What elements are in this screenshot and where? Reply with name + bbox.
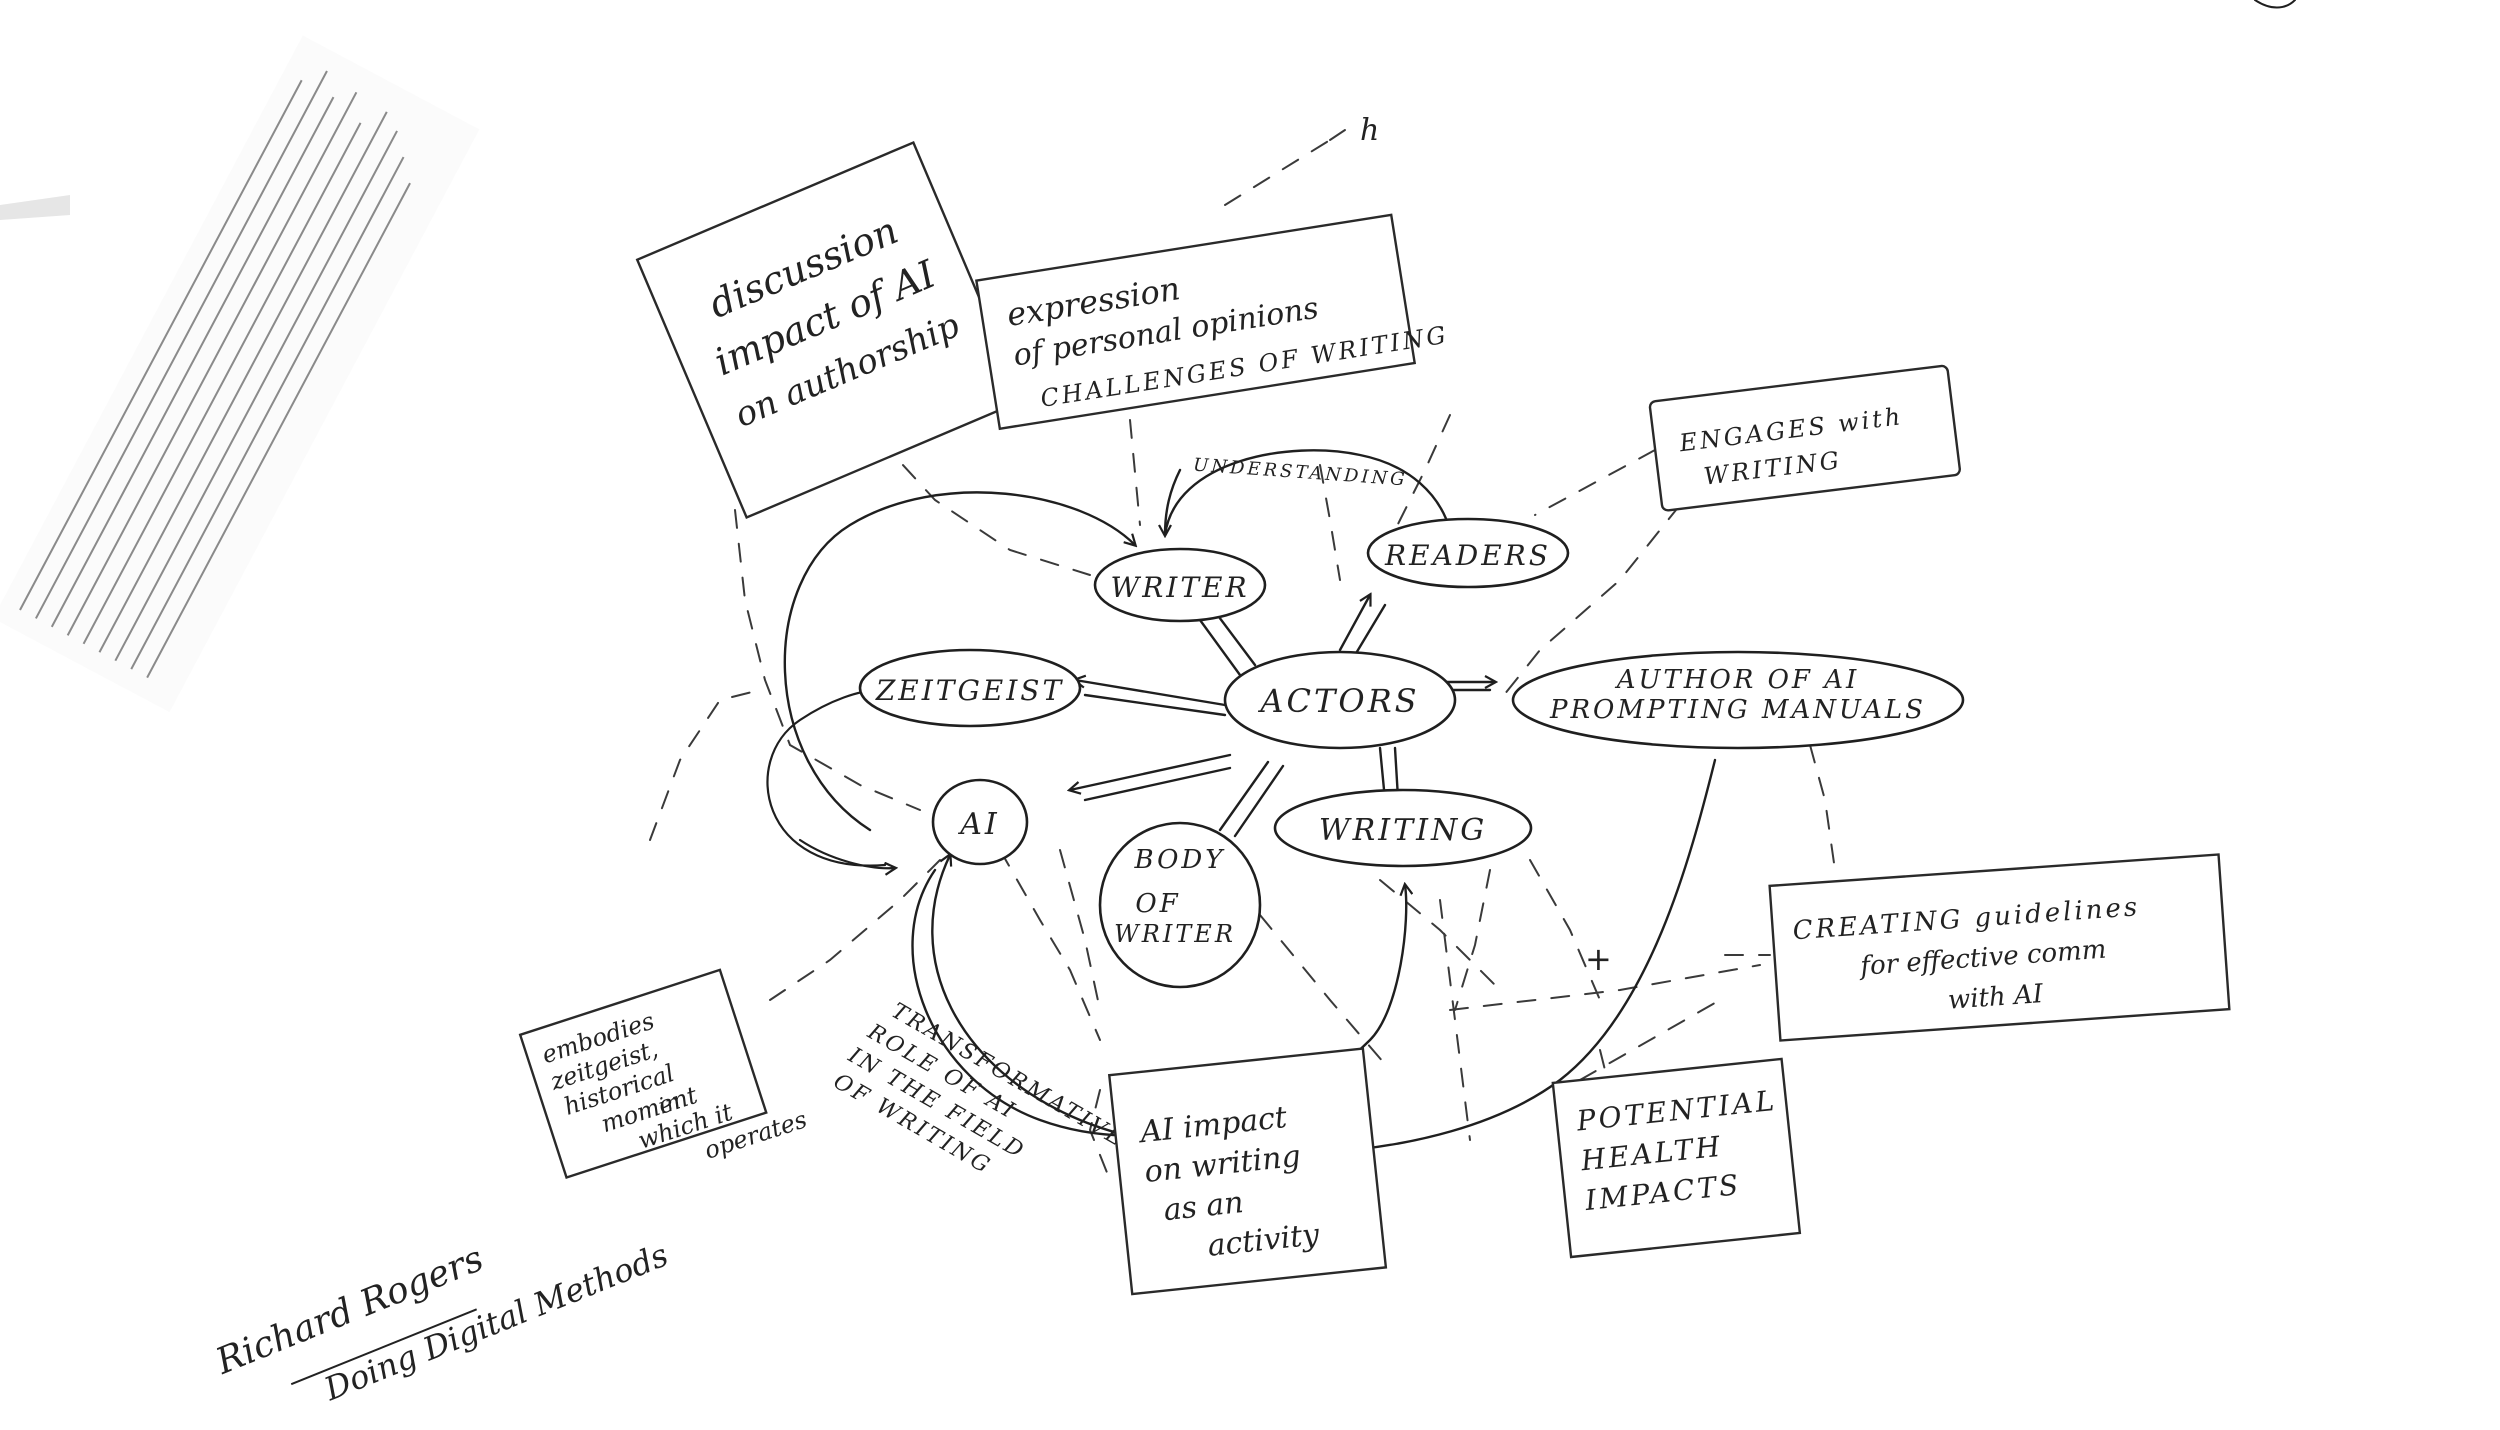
note-creating-guidelines: CREATING guidelines for effective comm w… <box>1768 853 2231 1042</box>
node-zeitgeist: ZEITGEIST <box>858 648 1082 728</box>
label-transformative-role: TRANSFORMATIVE ROLE OF AI IN THE FIELD O… <box>829 999 1130 1180</box>
node-author-line-1: AUTHOR OF AI <box>1615 665 1860 695</box>
node-writer: WRITER <box>1093 547 1267 623</box>
corner-scribble <box>2254 0 2296 9</box>
node-writing-label: WRITING <box>1319 813 1487 848</box>
note-potential-health: POTENTIAL HEALTH IMPACTS <box>1551 1057 1802 1259</box>
note-guidelines-line-3: with AI <box>1947 979 2045 1016</box>
node-readers-label: READERS <box>1384 539 1551 572</box>
note-ai-impact: AI impact on writing as an activity <box>1107 1047 1388 1296</box>
note-ai-impact-line-3: as an <box>1162 1185 1245 1228</box>
node-ai-label: AI <box>957 807 1000 842</box>
node-readers: READERS <box>1366 517 1570 589</box>
node-zeitgeist-label: ZEITGEIST <box>875 674 1064 707</box>
paper-shadow <box>0 195 70 220</box>
node-body-line-3: WRITER <box>1114 920 1236 948</box>
background-book-page <box>0 35 480 713</box>
plus-mark-icon: + <box>1585 940 1612 978</box>
node-body-of-writer: BODY OF WRITER <box>1098 821 1262 989</box>
node-body-line-1: BODY <box>1134 845 1226 875</box>
dashed-connectors <box>649 129 1836 1181</box>
node-author-line-2: PROMPTING MANUALS <box>1549 695 1926 725</box>
node-actors: ACTORS <box>1223 650 1457 750</box>
margin-note-richard-rogers: Richard Rogers Doing Digital Methods <box>210 1236 674 1409</box>
node-ai: AI <box>931 778 1029 866</box>
note-embodies: embodies zeitgeist, historical moment in… <box>518 968 810 1179</box>
node-actors-label: ACTORS <box>1257 682 1419 720</box>
margin-note-h: h <box>1360 113 1379 148</box>
note-discussion: discussion impact of AI on authorship <box>635 140 1025 520</box>
node-writing: WRITING <box>1273 788 1533 868</box>
node-writer-label: WRITER <box>1110 571 1249 604</box>
node-author-ai-manuals: AUTHOR OF AI PROMPTING MANUALS <box>1511 650 1965 750</box>
node-body-line-2: OF <box>1135 889 1180 919</box>
note-expression: expression of personal opinions CHALLENG… <box>975 213 1450 431</box>
note-engages: ENGAGES with WRITING <box>1648 364 1961 512</box>
